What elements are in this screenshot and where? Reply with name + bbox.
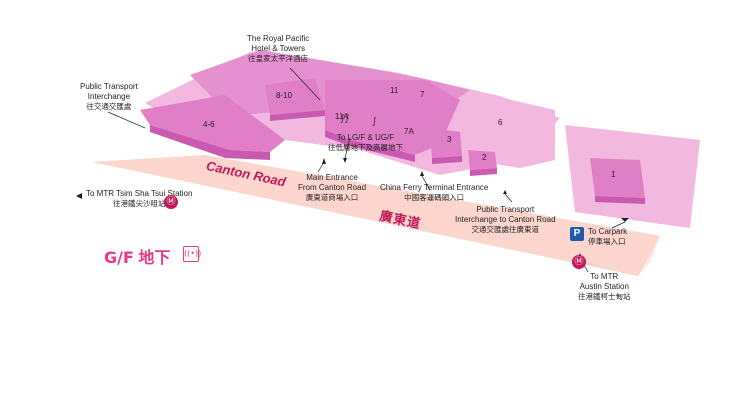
shop-label: 3	[447, 135, 452, 144]
mtr-logo-icon: Ⓜ	[164, 195, 178, 209]
tst-station-label[interactable]: To MTR Tsim Sha Tsui Station 往港鐵尖沙咀站	[86, 189, 193, 208]
shop-label: 8-10	[276, 91, 293, 100]
shop-8-10-block	[265, 78, 325, 115]
floor-label: G/F 地下	[104, 248, 171, 267]
shop-1-block	[590, 158, 645, 198]
shop-label: 6	[498, 118, 503, 127]
shop-label: 2	[482, 153, 487, 162]
parking-icon: P	[570, 227, 584, 241]
wifi-icon: ((•))	[183, 246, 201, 262]
shop-11-cluster	[325, 80, 460, 155]
escalator-icon: ∫	[372, 117, 377, 127]
austin-station-label[interactable]: To MTR Austin Station 往港鐵柯士甸站	[578, 272, 631, 301]
east-area	[470, 95, 555, 168]
shop-label: 11A	[335, 112, 349, 121]
shop-3-block	[430, 128, 462, 158]
shop-label: 1	[611, 170, 616, 179]
carpark-label[interactable]: To Carpark 停車場入口	[588, 227, 628, 246]
shop-2-block	[468, 150, 497, 170]
escalator-icon: ∫∫	[340, 114, 350, 124]
royal-pacific-label: The Royal Pacific Hotel & Towers 往皇家太平洋酒…	[247, 34, 310, 63]
public-transport-top-label: Public Transport Interchange 往交通交匯處	[80, 82, 138, 111]
china-ferry-label[interactable]: China Ferry Terminal Entrance 中國客運碼頭入口	[380, 183, 489, 202]
lg-ug-label[interactable]: To LG/F & UG/F 往低層地下及高層地下	[328, 133, 403, 152]
direction-arrows	[76, 158, 629, 258]
shop-label: 7	[420, 90, 425, 99]
shop-4-6-block	[140, 95, 285, 152]
road-lower-band	[92, 155, 660, 276]
shop-label: 11	[390, 86, 399, 95]
public-transport-road-label[interactable]: Public Transport Interchange to Canton R…	[455, 205, 556, 234]
shop-label: 7A	[404, 127, 414, 136]
main-entrance-label[interactable]: Main Entrance From Canton Road 廣東道商場入口	[298, 173, 367, 202]
shop-label: 4-6	[203, 120, 215, 129]
mtr-logo-icon: Ⓜ	[572, 255, 586, 269]
